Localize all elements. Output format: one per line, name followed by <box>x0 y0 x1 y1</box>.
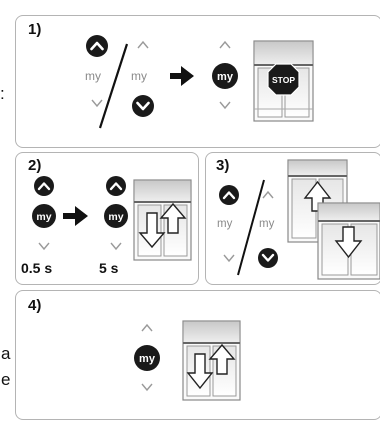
down-button <box>258 248 278 268</box>
my-button-label: my <box>36 211 51 223</box>
up-button <box>219 185 239 205</box>
arrow-down-icon <box>334 226 363 259</box>
chevron-up-icon <box>109 182 123 191</box>
chevron-down-icon <box>141 383 153 392</box>
step-1-group: my my my STOP <box>85 35 314 129</box>
my-text-left: my <box>85 69 101 83</box>
chevron-down-icon <box>91 99 103 108</box>
arrow-up-icon <box>208 343 236 375</box>
my-button <box>134 345 160 371</box>
up-button <box>106 176 126 196</box>
edge-letter-a: a <box>1 344 11 363</box>
up-button <box>86 35 108 57</box>
duration-long: 5 s <box>99 260 119 276</box>
step-2-label: 2) <box>28 157 42 174</box>
chevron-down-icon <box>261 253 275 262</box>
chevron-up-icon <box>37 182 51 191</box>
duration-short: 0.5 s <box>21 260 52 276</box>
chevron-down-icon <box>110 242 122 251</box>
step-3-label: 3) <box>216 157 230 174</box>
up-button <box>34 176 54 196</box>
step-1-label: 1) <box>28 21 42 38</box>
my-text-right: my <box>259 218 275 230</box>
window-up-down-icon <box>182 320 241 401</box>
step-4-group: my <box>134 320 241 401</box>
chevron-up-icon <box>141 323 153 332</box>
arrow-down-icon <box>186 353 214 390</box>
my-button <box>212 63 238 89</box>
stop-sign-icon <box>267 63 300 96</box>
window-stop-icon: STOP <box>253 40 314 122</box>
my-text-right: my <box>131 69 147 83</box>
my-button-label: my <box>139 353 156 365</box>
divider-slash <box>98 43 129 129</box>
chevron-up-icon <box>137 40 149 49</box>
my-button <box>32 204 56 228</box>
arrow-up-icon <box>159 202 187 234</box>
panel-step-1 <box>15 15 380 148</box>
edge-letter-e: e <box>1 370 11 389</box>
chevron-up-icon <box>219 40 231 49</box>
my-button-label: my <box>108 211 123 223</box>
step-2-group: my 0.5 s my 5 s <box>21 176 192 276</box>
my-text-left: my <box>217 218 233 230</box>
step-3-group: my my <box>217 159 380 280</box>
my-button-label: my <box>217 71 234 83</box>
chevron-up-icon <box>90 41 104 51</box>
edge-colon: : <box>0 84 5 103</box>
chevron-down-icon <box>38 242 50 251</box>
arrow-right-icon <box>63 206 88 226</box>
divider-slash <box>237 179 265 276</box>
my-button <box>104 204 128 228</box>
arrow-right-icon <box>170 66 194 86</box>
arrow-down-icon <box>138 212 166 249</box>
step-4-label: 4) <box>28 297 42 314</box>
window-up-down-icon <box>133 179 192 261</box>
chevron-down-icon <box>219 101 231 110</box>
chevron-up-icon <box>262 190 274 199</box>
chevron-down-icon <box>223 254 235 263</box>
window-down-icon <box>317 202 380 280</box>
chevron-down-icon <box>136 101 150 111</box>
down-button <box>132 95 154 117</box>
stop-text: STOP <box>272 75 295 85</box>
chevron-up-icon <box>222 191 236 200</box>
